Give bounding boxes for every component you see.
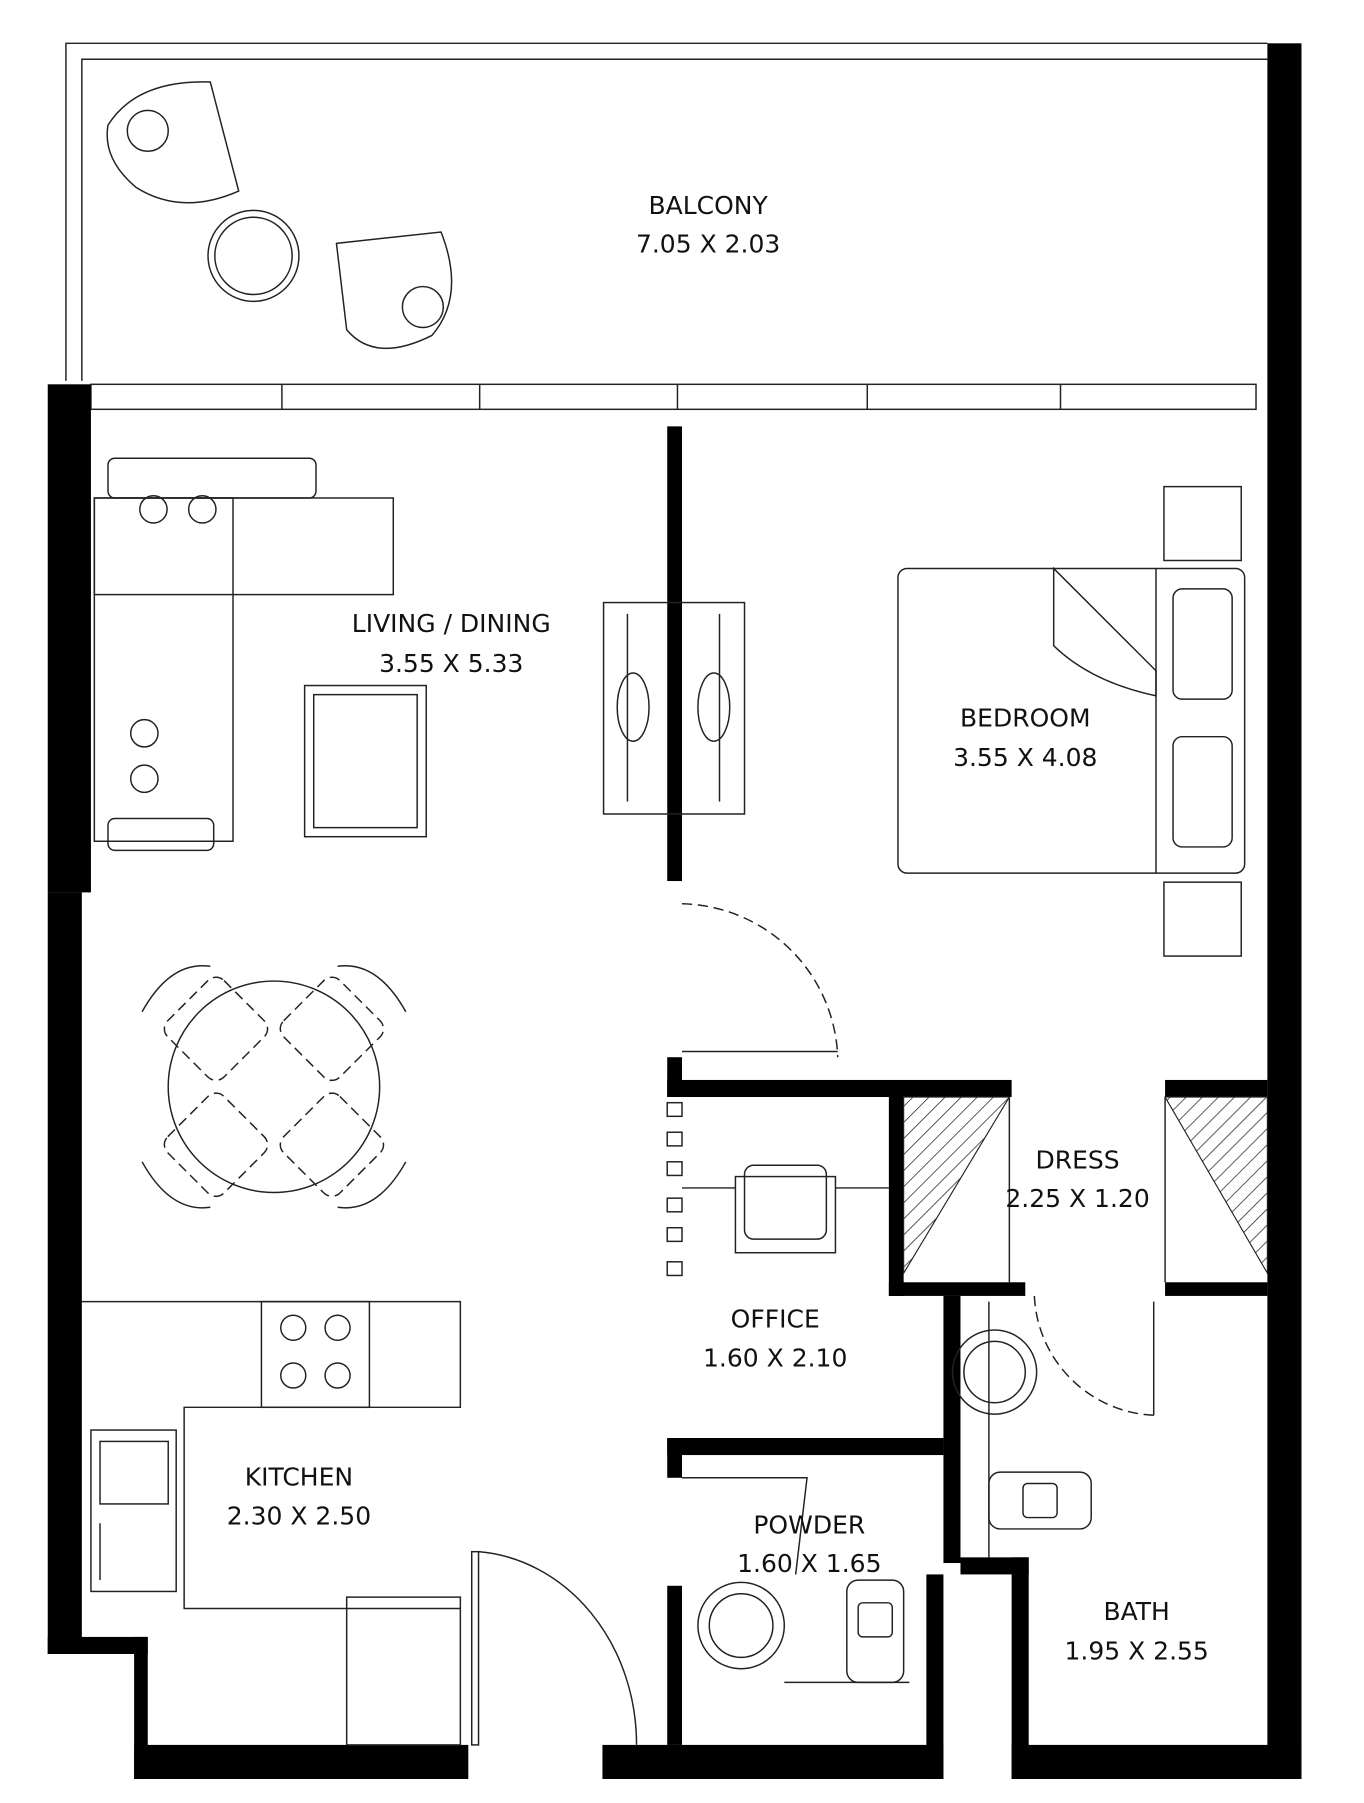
- room-label-powder: POWDER 1.60 X 1.65: [737, 1510, 881, 1578]
- room-name: BALCONY: [648, 191, 768, 220]
- room-label-kitchen: KITCHEN 2.30 X 2.50: [227, 1463, 371, 1531]
- living-furniture: [93, 457, 746, 852]
- balcony-outline: [65, 42, 1268, 411]
- room-name: DRESS: [1035, 1146, 1119, 1175]
- wardrobes: [903, 1096, 1268, 1283]
- bed: [897, 485, 1246, 957]
- room-size: 2.30 X 2.50: [227, 1501, 371, 1530]
- bathroom-fixtures: [697, 1301, 1092, 1684]
- balcony-furniture: [106, 81, 453, 350]
- room-size: 1.95 X 2.55: [1064, 1637, 1208, 1666]
- dining-table: [141, 964, 407, 1209]
- room-size: 2.25 X 1.20: [1005, 1184, 1149, 1213]
- room-label-bedroom: BEDROOM 3.55 X 4.08: [953, 703, 1097, 772]
- room-name: BEDROOM: [960, 703, 1091, 732]
- room-size: 3.55 X 5.33: [379, 649, 523, 678]
- room-size: 3.55 X 4.08: [953, 743, 1097, 772]
- room-name: KITCHEN: [245, 1463, 353, 1492]
- room-size: 1.60 X 1.65: [737, 1549, 881, 1578]
- room-label-bath: BATH 1.95 X 2.55: [1064, 1597, 1208, 1666]
- room-label-dress: DRESS 2.25 X 1.20: [1005, 1146, 1149, 1214]
- office-furniture: [666, 1101, 889, 1277]
- room-label-balcony: BALCONY 7.05 X 2.03: [636, 191, 780, 259]
- room-label-living-dining: LIVING / DINING 3.55 X 5.33: [352, 609, 551, 678]
- room-label-office: OFFICE 1.60 X 2.10: [703, 1305, 847, 1373]
- kitchen-furniture: [81, 1300, 462, 1746]
- room-name: OFFICE: [731, 1305, 820, 1334]
- room-name: LIVING / DINING: [352, 609, 551, 638]
- room-size: 7.05 X 2.03: [636, 229, 780, 258]
- walls: [47, 43, 1302, 1780]
- room-name: BATH: [1103, 1597, 1169, 1626]
- doors: [470, 903, 1155, 1746]
- room-name: POWDER: [753, 1510, 865, 1539]
- room-size: 1.60 X 2.10: [703, 1343, 847, 1372]
